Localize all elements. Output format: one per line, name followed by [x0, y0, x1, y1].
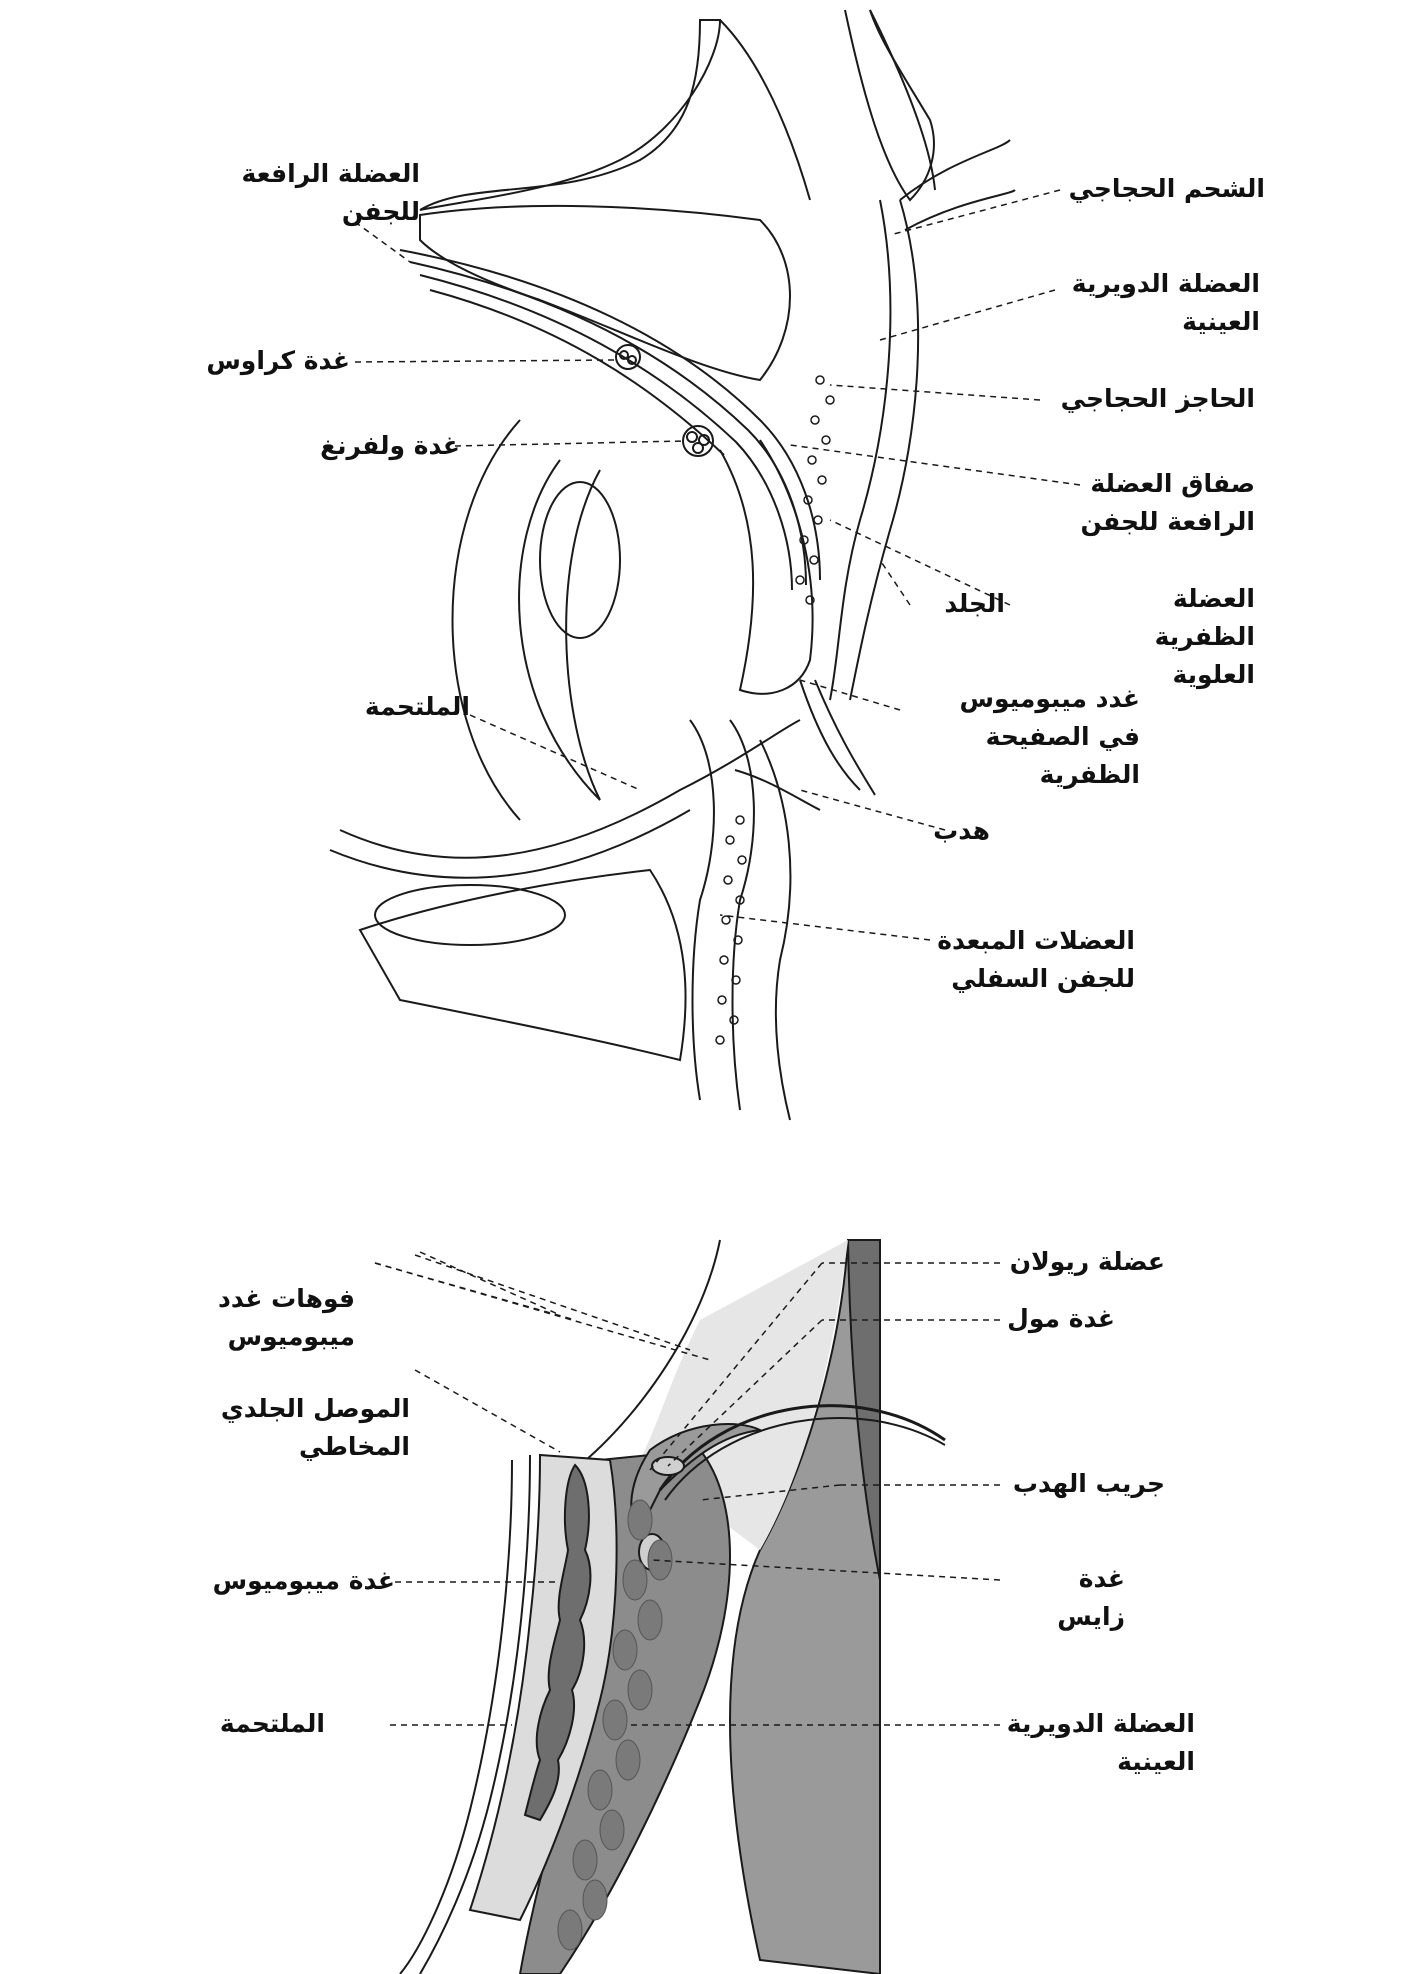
eyelid-margin-detail-diagram: فوهات غدد ميبوميوس الموصل الجلدي المخاطي… [0, 1220, 1417, 1974]
label-orbicularis-oculi-top: العضلة الدويرية العينية [1060, 265, 1260, 341]
label-lower-lid-retractors: العضلات المبعدة للجفن السفلي [930, 922, 1135, 998]
cornea-outline [519, 460, 600, 800]
label-orbital-septum: الحاجز الحجاجي [1045, 380, 1255, 418]
label-conjunctiva-bottom: الملتحمة [215, 1705, 325, 1743]
label-riolan-muscle: عضلة ريولان [1005, 1243, 1165, 1281]
orbital-roof-bone [420, 20, 720, 210]
label-levator-aponeurosis: صفاق العضلة الرافعة للجفن [1075, 465, 1255, 541]
inferior-muscle-shape [375, 885, 565, 945]
label-orbital-fat: الشحم الحجاجي [1065, 170, 1265, 208]
label-meibomian-orifices: فوهات غدد ميبوميوس [215, 1280, 355, 1356]
label-orbicularis-oculi-bottom: العضلة الدويرية العينية [1005, 1705, 1195, 1781]
lens-shape [540, 482, 620, 638]
label-moll-gland: غدة مول [1005, 1300, 1115, 1338]
label-skin: الجلد [905, 585, 1005, 623]
label-conjunctiva-top: الملتحمة [330, 688, 470, 726]
label-meibomian-glands-tarsal: غدد ميبوميوس في الصفيحة الظفرية [900, 680, 1140, 794]
eyelid-sagittal-section-diagram: العضلة الرافعة للجفن غدة كراوس غدة ولفرن… [0, 0, 1417, 1170]
label-eyelash: هدب [910, 812, 990, 850]
label-superior-tarsal-muscle: العضلة الظفرية العلوية [1065, 580, 1255, 694]
label-meibomian-gland: غدة ميبوميوس [205, 1562, 395, 1600]
orbital-fat-region [420, 206, 790, 380]
upper-eyelid-skin [830, 200, 890, 700]
label-lash-follicle: جريب الهدب [1005, 1465, 1165, 1503]
label-zeis-gland: غدة زايس [1005, 1560, 1125, 1636]
label-krause-gland: غدة كراوس [170, 342, 350, 380]
label-levator-palpebrae: العضلة الرافعة للجفن [200, 155, 420, 231]
label-mucocutaneous-junction: الموصل الجلدي المخاطي [200, 1390, 410, 1466]
lower-eyelash [735, 770, 820, 810]
label-wolfring-gland: غدة ولفرنغ [290, 427, 460, 465]
lower-orbital-fat [360, 870, 686, 1060]
lower-eyelid-outline [690, 720, 714, 1100]
